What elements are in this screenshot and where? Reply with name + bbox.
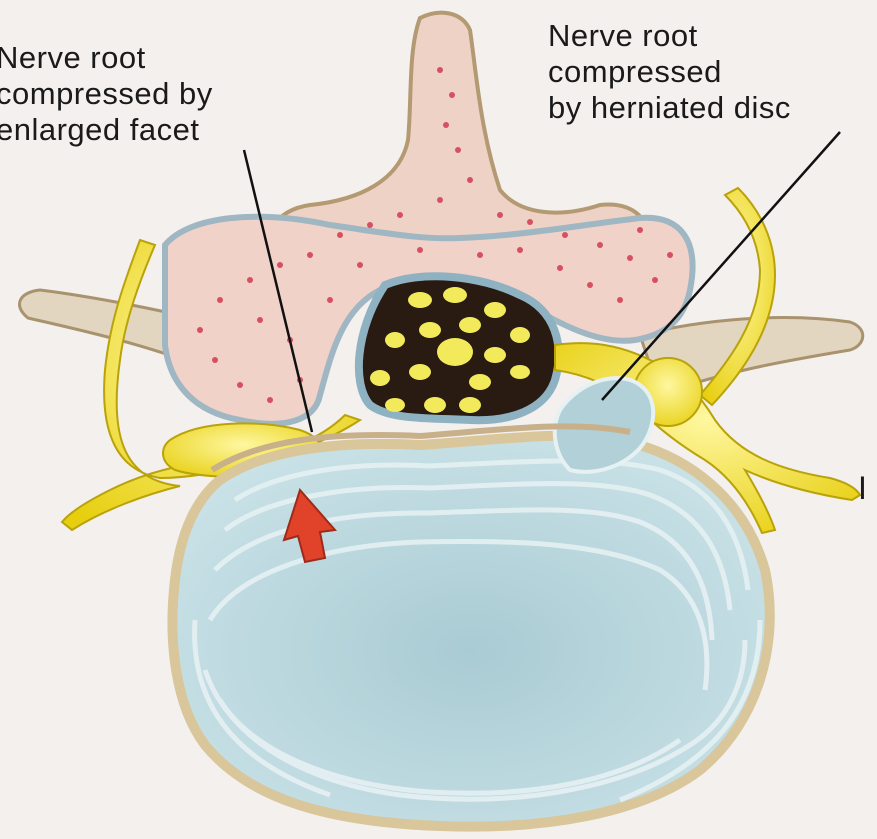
label-nerve-root-herniated-disc: Nerve root compressed by herniated disc (548, 18, 791, 126)
label-cropped-fragment: I (858, 470, 867, 506)
label-nerve-root-enlarged-facet: Nerve root compressed by enlarged facet (0, 40, 213, 148)
